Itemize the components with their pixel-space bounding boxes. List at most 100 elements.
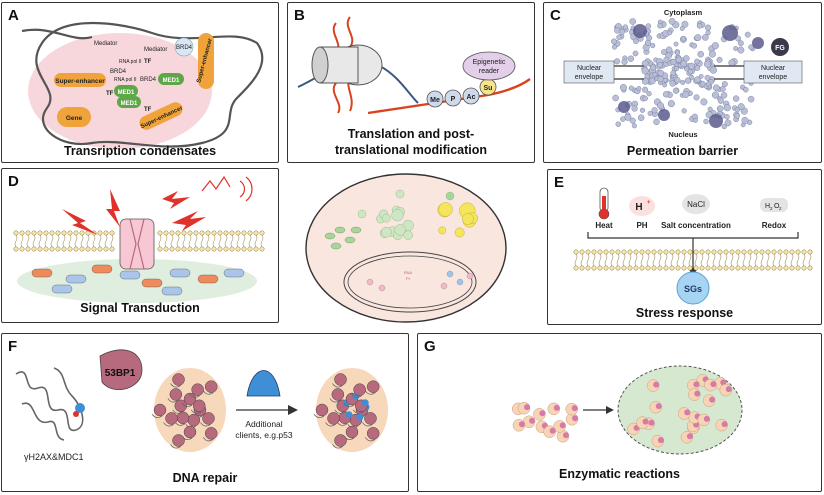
lipid-tail [586, 253, 590, 267]
lipid-head [37, 230, 43, 236]
lipid-tail [664, 253, 668, 267]
me-mark [426, 90, 444, 108]
lipid-head [175, 246, 181, 252]
chromatin-loop [167, 398, 179, 403]
lipid-tail [718, 253, 722, 267]
lipid-tail [158, 234, 162, 248]
lipid-head [639, 265, 645, 271]
lipid-head [741, 265, 747, 271]
nacl-blob [682, 194, 710, 214]
fg-dot [704, 74, 711, 81]
lipid-head [675, 249, 681, 255]
lipid-tail [802, 253, 806, 267]
lipid-tail [682, 253, 686, 267]
enzyme-active-site [559, 422, 566, 429]
nuclear-envelope-left-label-2: envelope [575, 74, 604, 81]
lipid-head [753, 265, 759, 271]
lipid-head [735, 249, 741, 255]
fg-dot [720, 92, 728, 99]
fg-dot [667, 100, 675, 108]
signaling-protein [161, 286, 183, 296]
additional-clients-label-1: Additional [245, 419, 282, 429]
panel-a-caption: Transription condensates [63, 144, 217, 158]
lipid-tail [748, 253, 752, 267]
repair-protein [192, 399, 206, 413]
enzyme-active-site [725, 386, 732, 393]
dna-strand-loose-2 [21, 402, 65, 441]
nucleus-inner-membrane [347, 255, 473, 309]
lipid-head [43, 230, 49, 236]
cell-condensates-illustration: RNA Pr [305, 173, 507, 323]
fg-dot [611, 44, 618, 50]
fg-dot [647, 110, 653, 116]
chromatin-loop [352, 409, 364, 414]
panel-d: D Signal Transduction [1, 168, 279, 323]
lipid-bilayer [13, 230, 265, 252]
transport-cargo [658, 109, 670, 121]
lipid-head [651, 265, 657, 271]
fg-dot [707, 106, 713, 112]
signal-wave [201, 175, 231, 192]
lipid-tail [182, 234, 186, 248]
med1-b-blob [114, 85, 138, 97]
panel-f-caption: DNA repair [172, 471, 238, 485]
lipid-head [79, 230, 85, 236]
fg-dot [642, 86, 649, 93]
fg-dot [674, 65, 680, 71]
fg-dot [717, 97, 724, 104]
fg-dot [694, 34, 702, 42]
lipid-head [747, 249, 753, 255]
p-mark [444, 89, 462, 107]
lipid-head [205, 246, 211, 252]
lipid-head [31, 230, 37, 236]
dna-repair-illustration: 53BP1 Additional clients, e.g.p53 γH2AX&… [15, 349, 388, 462]
p-label: P [451, 96, 456, 103]
enzyme-active-site [657, 437, 664, 444]
fg-dot [724, 114, 730, 120]
lipid-head [777, 265, 783, 271]
super-enhancer-right-pill [198, 33, 214, 89]
fg-dot [680, 79, 686, 85]
fg-dot [641, 60, 649, 67]
lipid-head [687, 249, 693, 255]
cell-condensate-droplets [324, 189, 478, 292]
fg-dot [723, 104, 731, 112]
lipid-head [31, 246, 37, 252]
fg-dot [651, 107, 658, 114]
fg-dot [653, 118, 660, 126]
fg-dot [670, 58, 677, 66]
fg-dot [683, 55, 690, 62]
fg-dot [704, 60, 712, 68]
chromatin-loop [170, 444, 181, 449]
fg-dot [662, 91, 670, 98]
chromatin-loop [334, 409, 345, 414]
signaling-protein [223, 268, 245, 278]
mediator-label-1: Mediator [94, 41, 117, 47]
lipid-tail [676, 253, 680, 267]
enzyme-active-site [709, 396, 716, 403]
fg-dot [697, 50, 704, 58]
lipid-head [217, 246, 223, 252]
chromatin-loop [163, 422, 174, 427]
fg-dot [711, 42, 719, 50]
stress-granule [676, 271, 710, 305]
fg-dot [694, 65, 701, 71]
enzyme-active-site [684, 409, 691, 416]
h2o2-blob [760, 198, 788, 212]
lipid-tail [236, 234, 240, 248]
enzymatic-reactions-illustration [511, 365, 743, 455]
lipid-head [717, 249, 723, 255]
chromatin-loop [332, 383, 343, 388]
lipid-head [259, 246, 265, 252]
fg-dot [684, 66, 690, 72]
fg-dot [721, 81, 728, 88]
cell-droplet [330, 242, 342, 250]
rna-pol-label-1: RNA pol II [119, 59, 142, 65]
lipid-head [807, 265, 813, 271]
fg-dot [680, 35, 687, 42]
lipid-head [103, 230, 109, 236]
fg-dot [661, 49, 667, 56]
signaling-proteins [31, 264, 245, 296]
chromatin-loop [332, 444, 343, 449]
fg-dot [637, 114, 645, 121]
